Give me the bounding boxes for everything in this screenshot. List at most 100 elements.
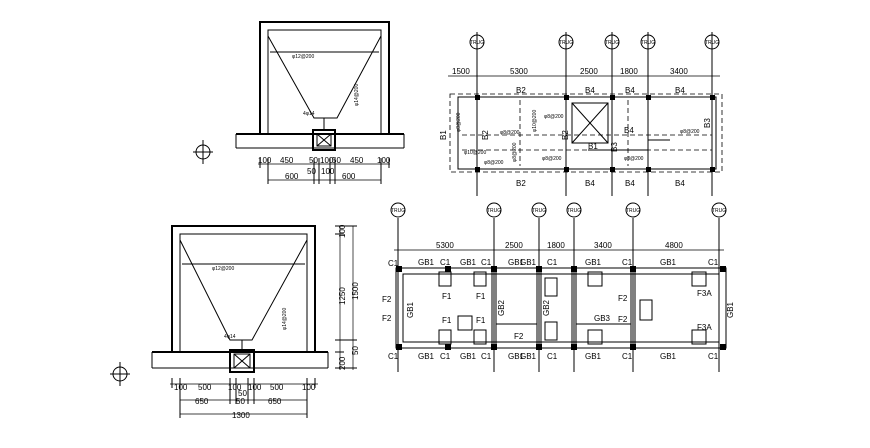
beam-label: GB1	[460, 258, 477, 267]
rebar-note: φ8@200	[542, 156, 562, 162]
beam-label: B4	[675, 86, 685, 95]
rebar-note: φ8@200	[624, 156, 644, 162]
beam-label: GB1	[520, 352, 537, 361]
dim-text: 1250	[338, 287, 347, 305]
column-label: C1	[622, 352, 633, 361]
pile-cap-section-top: φ12@200 φ14@200 4φ14 100 450 50 100 50 4…	[193, 21, 405, 184]
column-label: C1	[481, 258, 492, 267]
rebar-note: φ10@200	[464, 150, 486, 156]
beam-label: GB2	[542, 299, 551, 316]
span-dim: 1800	[620, 67, 638, 76]
span-dim: 2500	[505, 241, 523, 250]
dim-text: 450	[350, 156, 364, 165]
beam-label: B4	[585, 179, 595, 188]
axis-label: TRUG	[641, 40, 655, 46]
axis-label: TRUG	[487, 208, 501, 214]
beam-label: GB1	[585, 258, 602, 267]
span-dim: 5300	[436, 241, 454, 250]
beam-label: B4	[585, 86, 595, 95]
span-dim: 3400	[670, 67, 688, 76]
column-label: C1	[388, 352, 399, 361]
column-label: C1	[547, 258, 558, 267]
span-dim: 2500	[580, 67, 598, 76]
rebar-note: φ8@200	[544, 114, 564, 120]
axis-label: TRUG	[470, 40, 484, 46]
beam-label: GB1	[418, 258, 435, 267]
beam-label: GB1	[660, 258, 677, 267]
axis-markers: TRUG TRUG TRUG TRUG TRUG TRUG	[390, 202, 727, 372]
dim-text: 650	[268, 397, 282, 406]
beam-label: GB1	[460, 352, 477, 361]
column-label: C1	[708, 258, 719, 267]
span-dim: 3400	[594, 241, 612, 250]
beam-label: GB1	[508, 258, 525, 267]
dim-text: 600	[285, 172, 299, 181]
axis-label: TRUG	[567, 208, 581, 214]
beam-label: B1	[588, 142, 598, 151]
column-label: C1	[708, 352, 719, 361]
footing-label: F1	[476, 292, 486, 301]
footing-label: F2	[618, 315, 628, 324]
rebar-note: φ8@200	[512, 142, 518, 162]
beam-label: B1	[439, 130, 448, 140]
footing-label: F2	[382, 314, 392, 323]
dim-text: 450	[280, 156, 294, 165]
span-dim: 5300	[510, 67, 528, 76]
axis-label: TRUG	[391, 208, 405, 214]
dim-text: 500	[270, 383, 284, 392]
dim-text: 100	[321, 167, 335, 176]
span-dim: 4800	[665, 241, 683, 250]
foundation-plan-bottom: TRUG TRUG TRUG TRUG TRUG TRUG 5300 2500 …	[382, 202, 735, 372]
dim-text: 100	[228, 383, 242, 392]
column-label: C1	[388, 259, 399, 268]
beam-label: GB1	[508, 352, 525, 361]
column-label: C1	[547, 352, 558, 361]
axis-label: TRUG	[705, 40, 719, 46]
dim-text: 600	[342, 172, 356, 181]
beam-label: GB2	[497, 299, 506, 316]
rebar-label-top: φ12@200	[292, 54, 314, 60]
footing-label: F2	[514, 332, 524, 341]
rebar-note: φ8@200	[456, 112, 462, 132]
pile-cap-section-bottom: φ12@200 φ14@200 4φ14 100 1250 1500 50 20…	[110, 224, 360, 420]
rebar-note: φ10@200	[532, 110, 538, 132]
beam-label: B4	[675, 179, 685, 188]
beam-label: GB3	[594, 314, 611, 323]
dim-text: 200	[338, 356, 347, 370]
beam-label: B2	[516, 86, 526, 95]
rebar-note: φ8@200	[484, 160, 504, 166]
rebar-note: φ8@200	[500, 130, 520, 136]
rebar-note: φ8@200	[680, 129, 700, 135]
dim-text: 100	[258, 156, 272, 165]
column-label: C1	[440, 258, 451, 267]
rebar-label-top: φ12@200	[212, 266, 234, 272]
dim-text: 50	[307, 167, 316, 176]
dim-text: 650	[195, 397, 209, 406]
dim-text: 50	[332, 156, 341, 165]
beam-label: GB1	[585, 352, 602, 361]
span-dim: 1500	[452, 67, 470, 76]
axis-label: TRUG	[712, 208, 726, 214]
beam-label: B4	[624, 126, 634, 135]
dim-text: 100	[338, 224, 347, 238]
beam-label: B4	[625, 179, 635, 188]
beam-label: B3	[610, 142, 619, 152]
beam-label: B4	[625, 86, 635, 95]
dim-text: 100	[377, 156, 391, 165]
beam-label: GB1	[520, 258, 537, 267]
dim-text: 50	[351, 346, 360, 355]
beam-label: GB1	[660, 352, 677, 361]
footing-label: F3A	[697, 289, 712, 298]
axis-label: TRUG	[626, 208, 640, 214]
beam-label: GB1	[726, 301, 735, 318]
dim-text: 50	[236, 397, 245, 406]
footing-label: F2	[382, 295, 392, 304]
footing-label: F1	[442, 292, 452, 301]
axis-label: TRUG	[559, 40, 573, 46]
column-label: C1	[440, 352, 451, 361]
dim-text: 1500	[351, 282, 360, 300]
beam-label: B2	[561, 130, 570, 140]
dim-text: 100	[302, 383, 316, 392]
